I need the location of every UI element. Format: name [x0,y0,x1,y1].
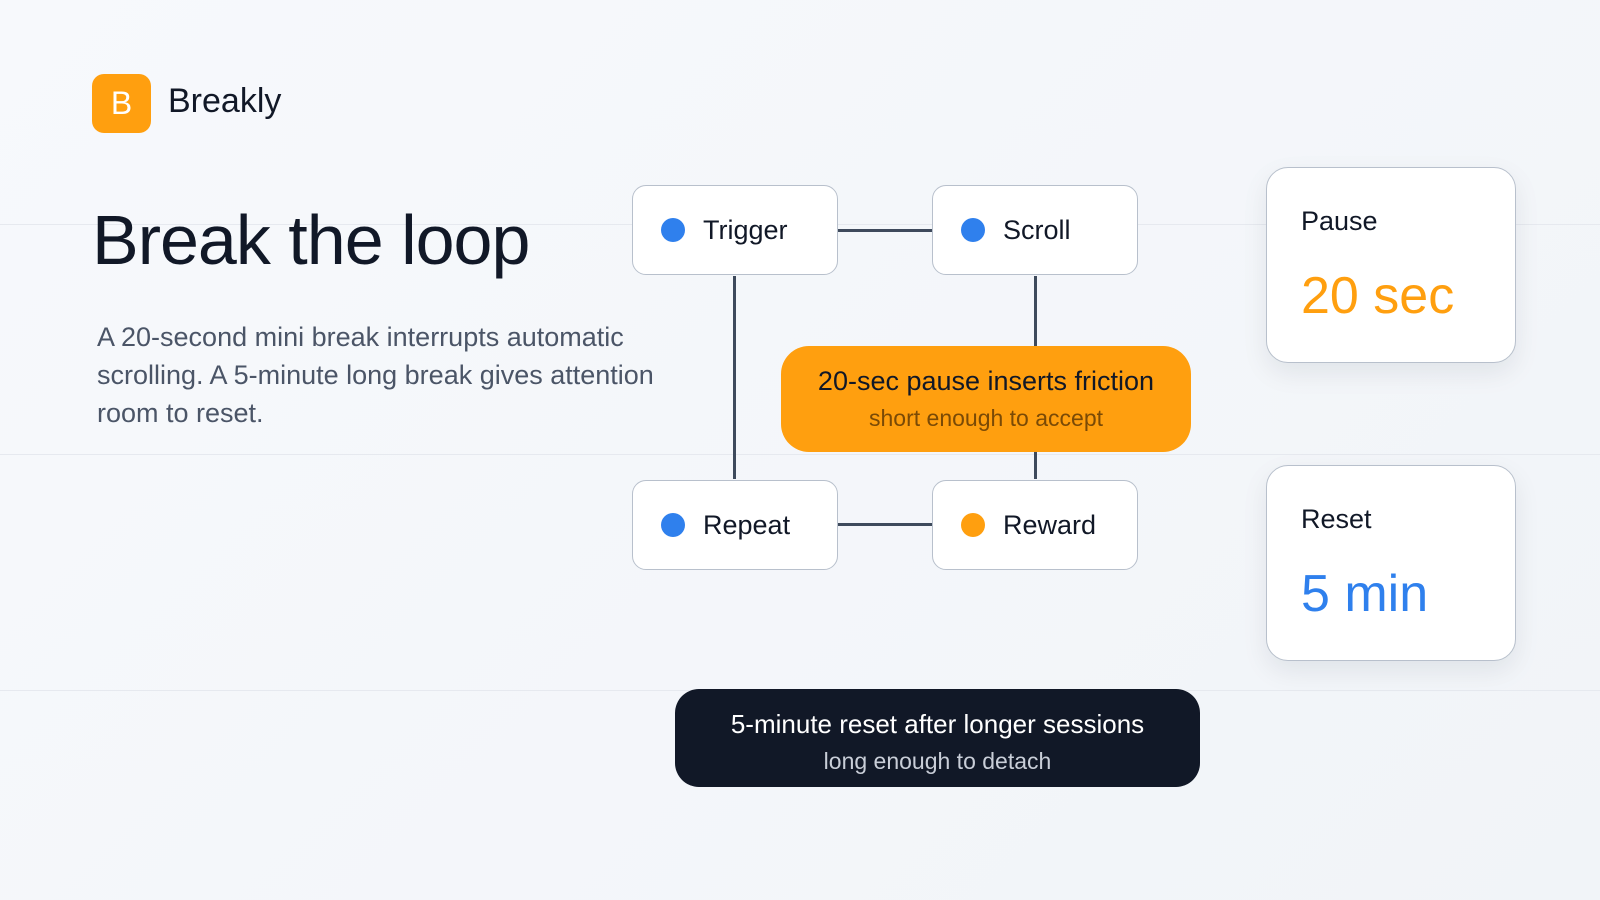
connector-trigger-repeat [733,276,736,479]
loop-node-repeat: Repeat [632,480,838,570]
status-dot-icon [661,513,685,537]
stat-value: 5 min [1301,565,1429,623]
loop-node-label: Repeat [703,509,791,540]
status-dot-icon [961,218,985,242]
page-title: Break the loop [92,201,530,279]
connector-repeat-reward [838,523,934,526]
stat-card-pause: Pause 20 sec [1266,167,1516,363]
brand-logo-icon: B [92,74,151,133]
loop-node-scroll: Scroll [932,185,1138,275]
connector-trigger-scroll [838,229,934,232]
reset-callout-subtitle: long enough to detach [823,748,1052,774]
pause-callout-title: 20-sec pause inserts friction [817,366,1155,396]
page-description: A 20-second mini break interrupts automa… [97,322,654,428]
loop-node-label: Reward [1003,509,1097,540]
divider-line [0,454,1600,455]
loop-node-trigger: Trigger [632,185,838,275]
pause-callout-subtitle: short enough to accept [869,405,1103,431]
stat-label: Pause [1301,206,1378,236]
status-dot-icon [661,218,685,242]
loop-node-label: Scroll [1003,214,1071,245]
pause-callout: 20-sec pause inserts friction short enou… [781,346,1191,452]
reset-callout: 5-minute reset after longer sessions lon… [675,689,1200,787]
status-dot-icon [961,513,985,537]
reset-callout-title: 5-minute reset after longer sessions [730,709,1145,739]
stat-card-reset: Reset 5 min [1266,465,1516,661]
stat-label: Reset [1301,504,1372,534]
brand-name: Breakly [168,82,282,120]
stat-value: 20 sec [1301,267,1455,325]
loop-node-label: Trigger [703,214,788,245]
loop-node-reward: Reward [932,480,1138,570]
